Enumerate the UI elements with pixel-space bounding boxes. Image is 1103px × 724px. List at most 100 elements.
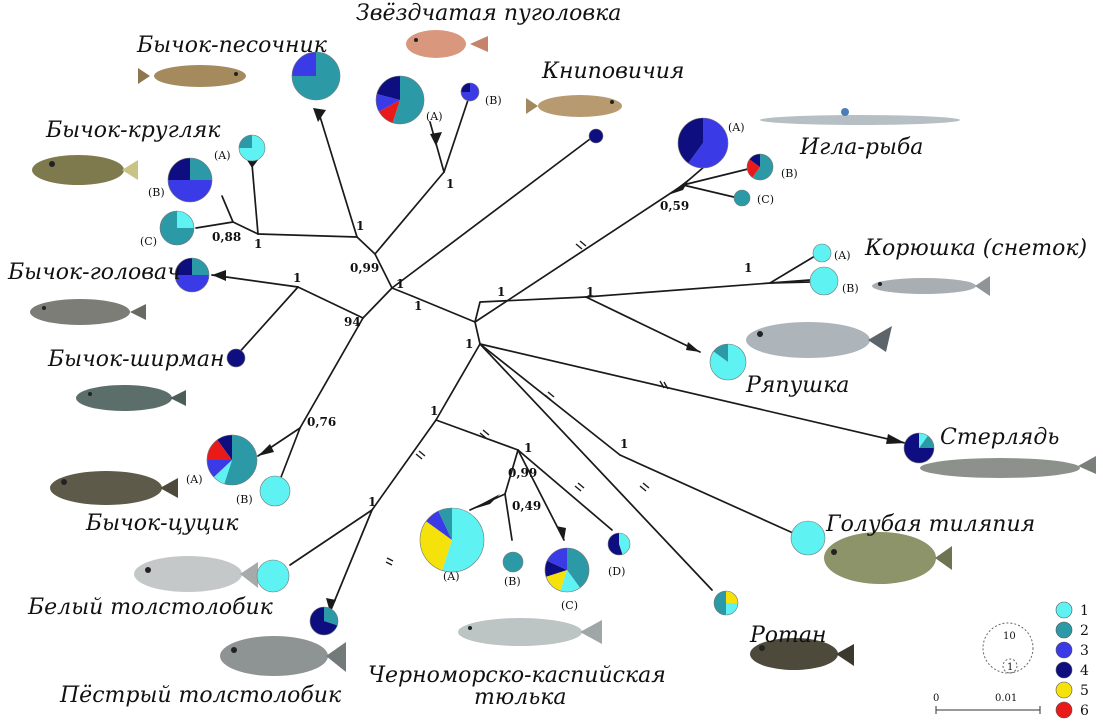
support-golovach: 1 <box>293 271 301 285</box>
support-smelt: 1 <box>586 285 594 299</box>
tag-kruglyak-C: (C) <box>140 235 157 248</box>
group-tags: (A) (B) (A) (B) (C) (A) (B) (C) (A) (B) … <box>140 94 859 612</box>
pie-sterlyad-slice-1 <box>919 433 928 448</box>
branch-to-igla <box>474 184 684 323</box>
support-tyulka: 1 <box>524 441 532 455</box>
tag-tyulka-C: (C) <box>561 599 578 612</box>
pie-igla-C-slice-1 <box>734 190 750 206</box>
pie-beliy <box>256 559 290 593</box>
pie-sterlyad <box>903 432 935 464</box>
pie-pestriy-slice-2 <box>310 607 338 635</box>
support-tyulka-049: 0,49 <box>512 499 541 513</box>
pie-rotan-slice-3 <box>714 591 726 615</box>
arrow-igla <box>668 178 690 195</box>
legend-label-2: 2 <box>1080 623 1089 639</box>
support-kruglyak-088: 0,88 <box>212 230 241 244</box>
legend-scale-start: 0 <box>933 693 939 704</box>
branch-gobies-kruglyak <box>257 233 358 238</box>
pie-koryushka-A <box>812 243 832 263</box>
pie-golovach-slice-3 <box>175 258 192 275</box>
pie-shirman <box>226 348 246 368</box>
fish-puglovka-image <box>406 30 488 58</box>
legend-swatch-4 <box>1055 661 1073 679</box>
pie-puglovka-B-slice-2 <box>461 83 470 92</box>
pie-igla-B-slice-1 <box>752 154 774 181</box>
pie-puglovka-A-slice-1 <box>392 76 424 124</box>
legend-swatch-6 <box>1055 701 1073 719</box>
fish-koryushka-image <box>872 276 990 296</box>
support-east: 1 <box>497 285 505 299</box>
pie-kruglyak-C-slice-2 <box>160 211 194 245</box>
support-hub: 1 <box>396 277 404 291</box>
branch-tyulka-C <box>517 449 565 541</box>
fish-knipovichia-image <box>526 95 622 117</box>
tag-igla-A: (A) <box>728 121 745 134</box>
pie-golovach <box>174 257 210 293</box>
support-gobies: 1 <box>356 219 364 233</box>
branch-hub-down <box>362 287 393 319</box>
legend-label-4: 4 <box>1080 663 1089 679</box>
branch-ryapushka <box>585 296 701 353</box>
legend-size-circle-large <box>982 622 1034 674</box>
branch-se-root <box>474 321 481 345</box>
pie-rotan-slice-1 <box>726 591 738 603</box>
label-sterlyad: Стерлядь <box>940 425 1059 450</box>
fish-kruglyak-image <box>32 155 138 185</box>
pie-puglovka-A <box>375 75 425 125</box>
pie-sterlyad-slice-2 <box>919 435 934 448</box>
branch-tyulka-D <box>517 449 613 531</box>
pie-beliy-slice-1 <box>257 560 289 592</box>
legend-swatch-5 <box>1055 681 1073 699</box>
branch-to-puglovka <box>374 171 445 255</box>
pie-kruglyak-C-slice-1 <box>177 211 194 228</box>
branch-tilapia <box>619 454 794 534</box>
pie-pestriy-slice-1 <box>324 607 339 626</box>
pie-tyulka-C <box>544 547 590 593</box>
pie-pesochnik-slice-2 <box>292 52 316 76</box>
branch-arrowheads <box>212 108 905 612</box>
pie-igla-B-slice-2 <box>747 159 760 178</box>
legend-swatch-2 <box>1055 621 1073 639</box>
label-igla: Игла-рыба <box>799 135 923 160</box>
branch-igla-C <box>682 184 739 199</box>
pie-kruglyak-A-slice-2 <box>239 135 252 148</box>
legend-swatch-3 <box>1055 641 1073 659</box>
branch-to-carps <box>371 419 437 511</box>
legend-label-3: 3 <box>1080 643 1089 659</box>
support-kruglyak: 1 <box>254 237 262 251</box>
fish-sterlyad-image <box>920 456 1096 478</box>
branch-tyulka-B <box>504 493 513 541</box>
pie-tsutsik-B <box>259 475 291 507</box>
legend-size-large-label: 10 <box>1003 631 1016 642</box>
label-pesochnik: Бычок-песочник <box>136 33 328 58</box>
pie-ryapushka-slice-2 <box>713 344 728 362</box>
tag-kruglyak-B: (B) <box>148 186 165 199</box>
branch-to-golovach-node <box>297 286 364 319</box>
fish-beliy-image <box>134 556 258 592</box>
pie-tyulka-A-slice-3 <box>426 511 452 540</box>
branch-shirman <box>235 286 299 357</box>
pie-tsutsik-A-slice-5 <box>217 435 232 460</box>
pie-tyulka-A-slice-4 <box>438 508 452 540</box>
tag-puglovka-B: (B) <box>485 94 502 107</box>
branch-tsutsik-B <box>277 427 301 486</box>
support-tyulka-099: 0,99 <box>508 466 537 480</box>
pie-kruglyak-A <box>238 134 266 162</box>
fish-pestriy-image <box>220 636 346 676</box>
pie-tyulka-C-slice-1 <box>567 548 590 588</box>
pie-kruglyak-B-slice-3 <box>168 158 190 180</box>
pie-tsutsik-A-slice-2 <box>213 460 232 484</box>
branch-kruglyak-A <box>251 163 259 235</box>
fish-tilapia-image <box>824 532 952 584</box>
support-tilapia: 1 <box>620 437 628 451</box>
label-tsutsik: Бычок-цуцик <box>85 511 239 536</box>
branch-rotan <box>479 343 713 591</box>
label-golovach: Бычок-головач <box>7 260 181 285</box>
branch-to-tsutsik <box>299 317 364 429</box>
pie-tilapia <box>790 520 826 556</box>
pie-kruglyak-B-slice-1 <box>190 158 212 180</box>
pie-tsutsik-A-slice-1 <box>224 435 258 485</box>
pie-tyulka-A <box>419 507 485 573</box>
